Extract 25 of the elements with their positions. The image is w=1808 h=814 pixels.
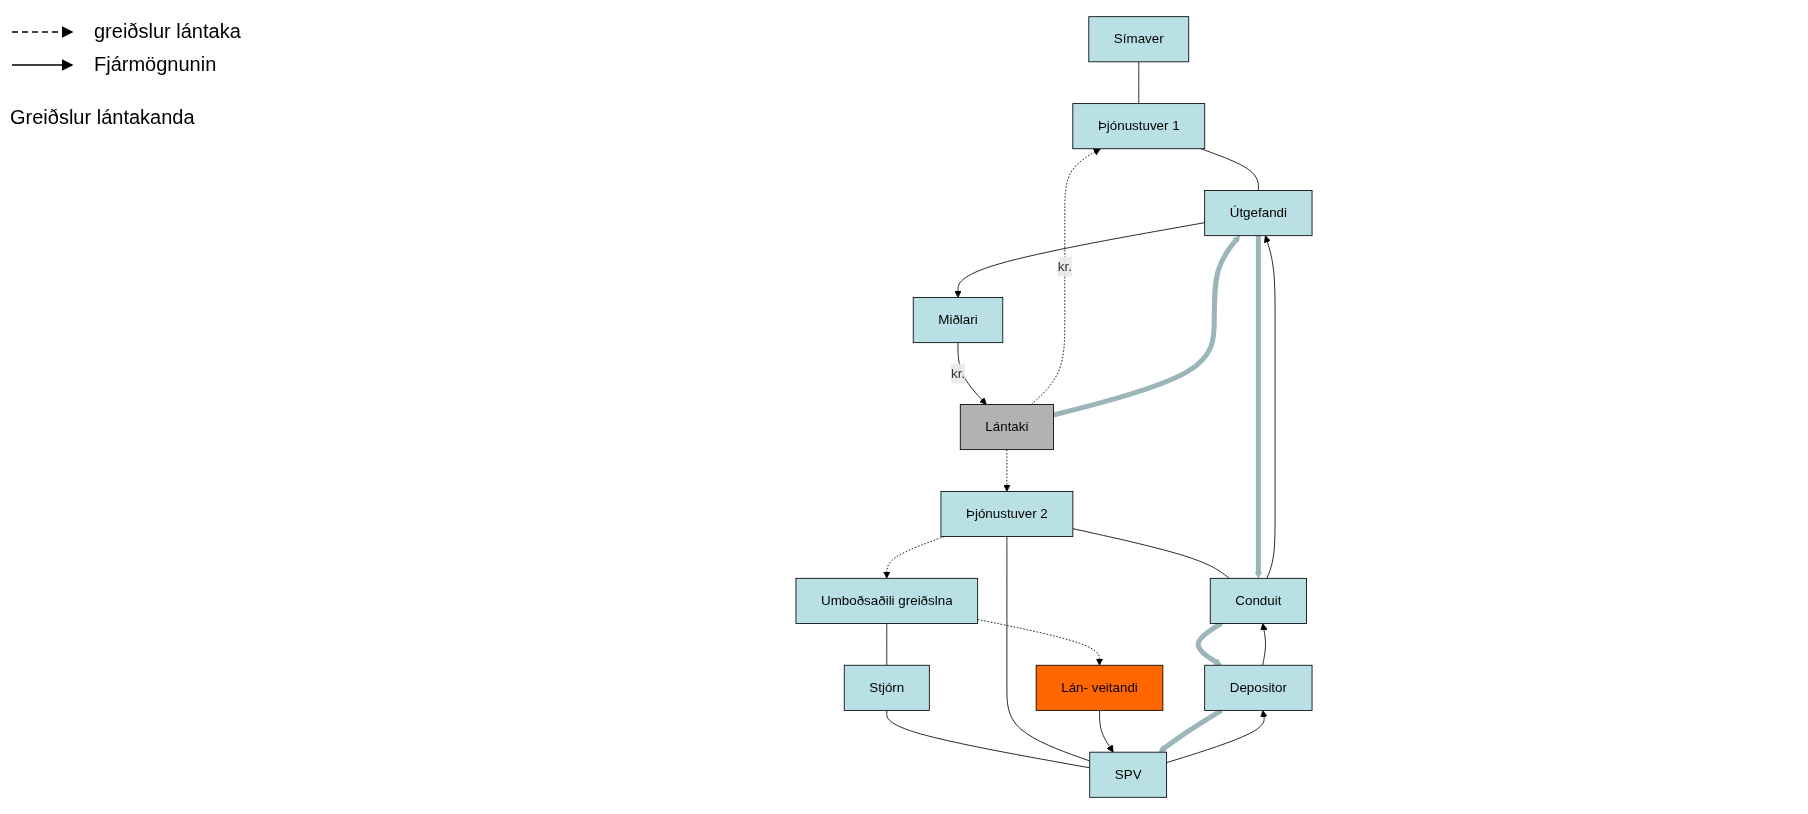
legend-text: Fjármögnunin (94, 53, 217, 76)
node-box: Símaver (1088, 16, 1190, 63)
node-box: Depositor (1204, 664, 1313, 711)
node-box: Stjórn (843, 664, 930, 711)
connector (886, 709, 1091, 769)
connector (886, 623, 888, 666)
node-box: Þjónustuver 2 (940, 491, 1074, 537)
connector (1138, 61, 1140, 105)
node-box: Lántaki (959, 404, 1054, 451)
node-box: Lán- veitandi (1035, 664, 1164, 711)
node-box: Umboðsaðili greiðslna (795, 577, 979, 624)
note-text: Greiðslur lántakanda (10, 106, 196, 129)
node-box: Útgefandi (1204, 190, 1313, 237)
edge-label: kr. (950, 366, 966, 381)
edge-label: kr. (1057, 259, 1072, 274)
connector (1006, 536, 1091, 762)
arrow (1254, 235, 1263, 579)
legend-text: greiðslur lántaka (94, 20, 241, 43)
node-box: SPV (1089, 751, 1168, 798)
node-box: Þjónustuver 1 (1072, 103, 1206, 150)
connector (1200, 148, 1259, 191)
connector (1072, 528, 1230, 579)
node-box: Conduit (1209, 577, 1307, 624)
arrow (1052, 235, 1241, 418)
node-box: Miðlari (912, 297, 1004, 344)
